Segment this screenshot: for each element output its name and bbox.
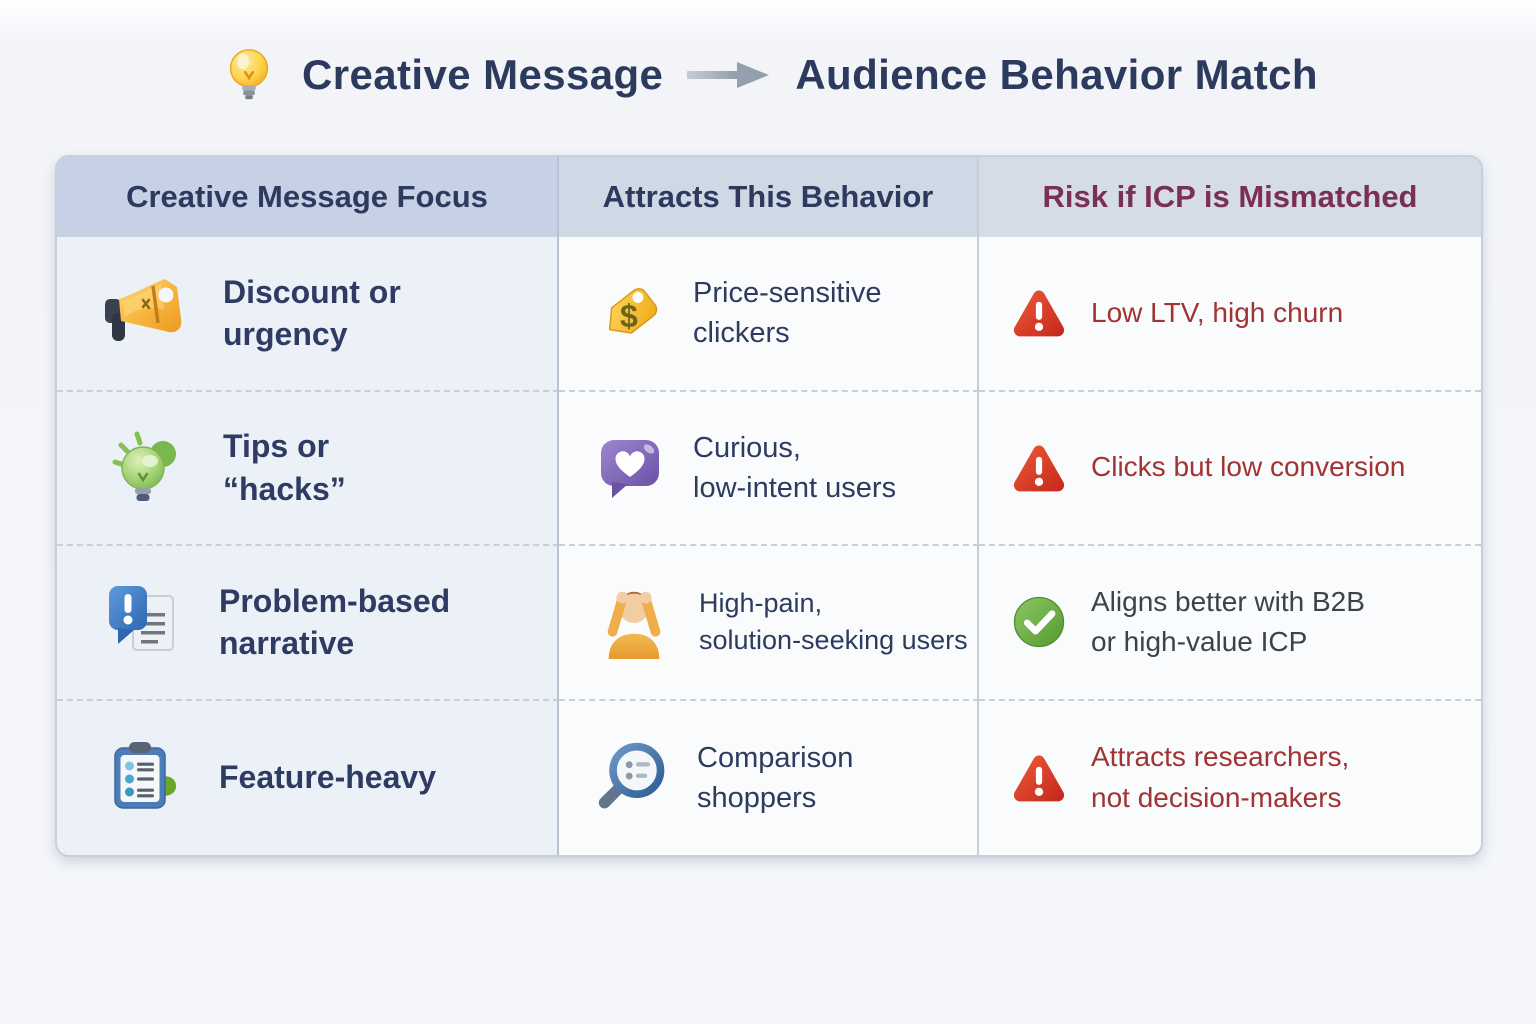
checklist-clipboard-icon bbox=[103, 738, 183, 818]
megaphone-icon bbox=[103, 273, 187, 353]
behavior-cell: $ Price-sensitive clickers bbox=[559, 237, 979, 392]
svg-text:$: $ bbox=[620, 298, 638, 334]
warning-triangle-icon bbox=[1011, 442, 1067, 494]
risk-label: Low LTV, high churn bbox=[1091, 296, 1344, 328]
focus-cell: Discount or urgency bbox=[57, 237, 559, 392]
price-tag-icon: $ bbox=[595, 277, 667, 349]
heart-speech-bubble-icon bbox=[595, 432, 667, 504]
focus-label: Discount or urgency bbox=[223, 273, 401, 353]
behavior-cell: Curious, low-intent users bbox=[559, 391, 979, 546]
problem-note-icon bbox=[103, 582, 183, 662]
focus-label: Feature-heavy bbox=[219, 759, 436, 796]
arrow-right-icon bbox=[685, 60, 773, 90]
frustrated-person-icon bbox=[595, 583, 673, 661]
behavior-cell: Comparison shoppers bbox=[559, 700, 979, 855]
header-label: Attracts This Behavior bbox=[602, 179, 934, 214]
warning-triangle-icon bbox=[1011, 287, 1067, 339]
header-attracts-this-behavior: Attracts This Behavior bbox=[559, 157, 979, 237]
magnifier-list-icon bbox=[595, 740, 671, 816]
focus-label: Tips or “hacks” bbox=[223, 428, 346, 507]
behavior-label: Curious, low-intent users bbox=[693, 431, 897, 504]
behavior-label: Comparison shoppers bbox=[697, 741, 854, 814]
behavior-label: High-pain, solution-seeking users bbox=[699, 588, 968, 656]
risk-cell: Attracts researchers, not decision-maker… bbox=[979, 700, 1481, 855]
header-label: Risk if ICP is Mismatched bbox=[1042, 179, 1418, 214]
green-lightbulb-icon bbox=[103, 426, 187, 510]
header-creative-message-focus: Creative Message Focus bbox=[57, 157, 559, 237]
check-circle-icon bbox=[1011, 594, 1067, 650]
behavior-cell: High-pain, solution-seeking users bbox=[559, 546, 979, 701]
risk-label: Clicks but low conversion bbox=[1091, 451, 1406, 483]
lightbulb-icon bbox=[218, 44, 280, 106]
risk-cell: Clicks but low conversion bbox=[979, 391, 1481, 546]
title-left-text: Creative Message bbox=[302, 51, 664, 98]
header-label: Creative Message Focus bbox=[126, 179, 488, 214]
behavior-label: Price-sensitive clickers bbox=[693, 277, 882, 350]
comparison-table: Creative Message Focus Attracts This Beh… bbox=[55, 155, 1483, 857]
warning-triangle-icon bbox=[1011, 752, 1067, 804]
focus-cell: Problem-based narrative bbox=[57, 546, 559, 701]
page-title: Creative Message Audience Behavior Match bbox=[0, 44, 1536, 106]
focus-cell: Tips or “hacks” bbox=[57, 391, 559, 546]
risk-cell: Low LTV, high churn bbox=[979, 237, 1481, 392]
risk-label: Aligns better with B2B or high-value ICP bbox=[1091, 585, 1365, 658]
risk-cell: Aligns better with B2B or high-value ICP bbox=[979, 546, 1481, 701]
header-risk-if-icp-mismatched: Risk if ICP is Mismatched bbox=[979, 157, 1481, 237]
focus-cell: Feature-heavy bbox=[57, 700, 559, 855]
risk-label: Attracts researchers, not decision-maker… bbox=[1091, 741, 1350, 813]
focus-label: Problem-based narrative bbox=[219, 582, 451, 662]
title-right-text: Audience Behavior Match bbox=[795, 51, 1318, 98]
